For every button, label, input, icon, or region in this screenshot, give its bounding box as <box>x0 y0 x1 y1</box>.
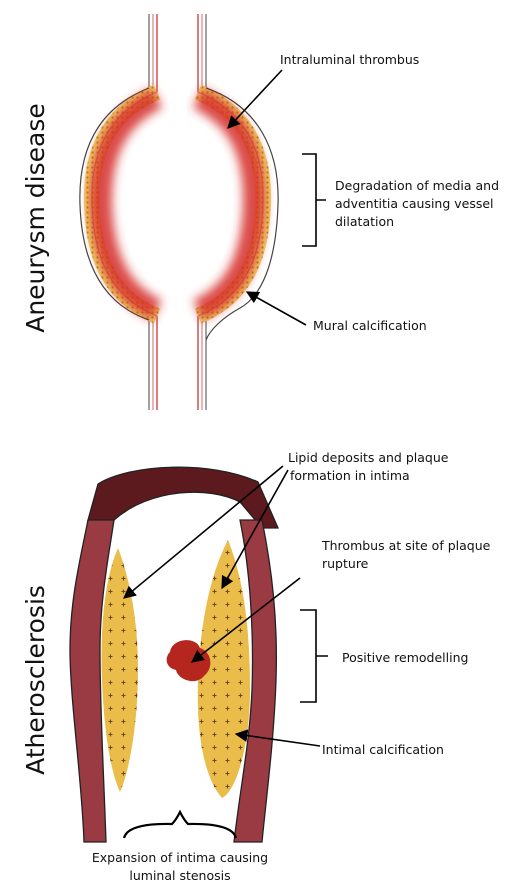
aneurysm-left-wall <box>80 88 157 320</box>
atherosclerosis-panel: Atherosclerosis Lipid deposits and plaqu… <box>21 450 491 883</box>
aneurysm-right-vessel <box>198 14 206 410</box>
degradation-label-line1: Degradation of media and <box>335 178 499 193</box>
positive-remodelling-label: Positive remodelling <box>342 650 468 665</box>
remodelling-bracket <box>300 610 328 702</box>
thrombus-site-label-line2: rupture <box>322 556 369 571</box>
aneurysm-side-title: Aneurysm disease <box>21 103 50 333</box>
degradation-label-line2: adventitia causing vessel <box>335 196 494 211</box>
intimal-calcification-label: Intimal calcification <box>322 742 444 757</box>
aneurysm-left-vessel <box>149 14 157 410</box>
expansion-label-line2: luminal stenosis <box>129 868 230 883</box>
mural-calcification-arrow <box>247 292 306 325</box>
degradation-label-line3: dilatation <box>335 214 394 229</box>
lipid-label-line1: Lipid deposits and plaque <box>288 450 449 465</box>
expansion-label-line1: Expansion of intima causing <box>92 850 268 865</box>
left-plaque-texture <box>102 548 138 792</box>
thrombus-site-label-line1: Thrombus at site of plaque <box>321 538 491 553</box>
dilatation-bracket <box>302 154 326 246</box>
mural-calcification-label: Mural calcification <box>313 318 427 333</box>
intraluminal-thrombus-label: Intraluminal thrombus <box>280 52 419 67</box>
aneurysm-panel: Aneurysm disease <box>21 14 499 410</box>
expansion-bracket <box>124 812 236 838</box>
thrombus-arrow <box>228 70 282 128</box>
lipid-label-line2: formation in intima <box>290 468 410 483</box>
vessel-arch <box>88 467 278 528</box>
atherosclerosis-side-title: Atherosclerosis <box>21 585 50 775</box>
